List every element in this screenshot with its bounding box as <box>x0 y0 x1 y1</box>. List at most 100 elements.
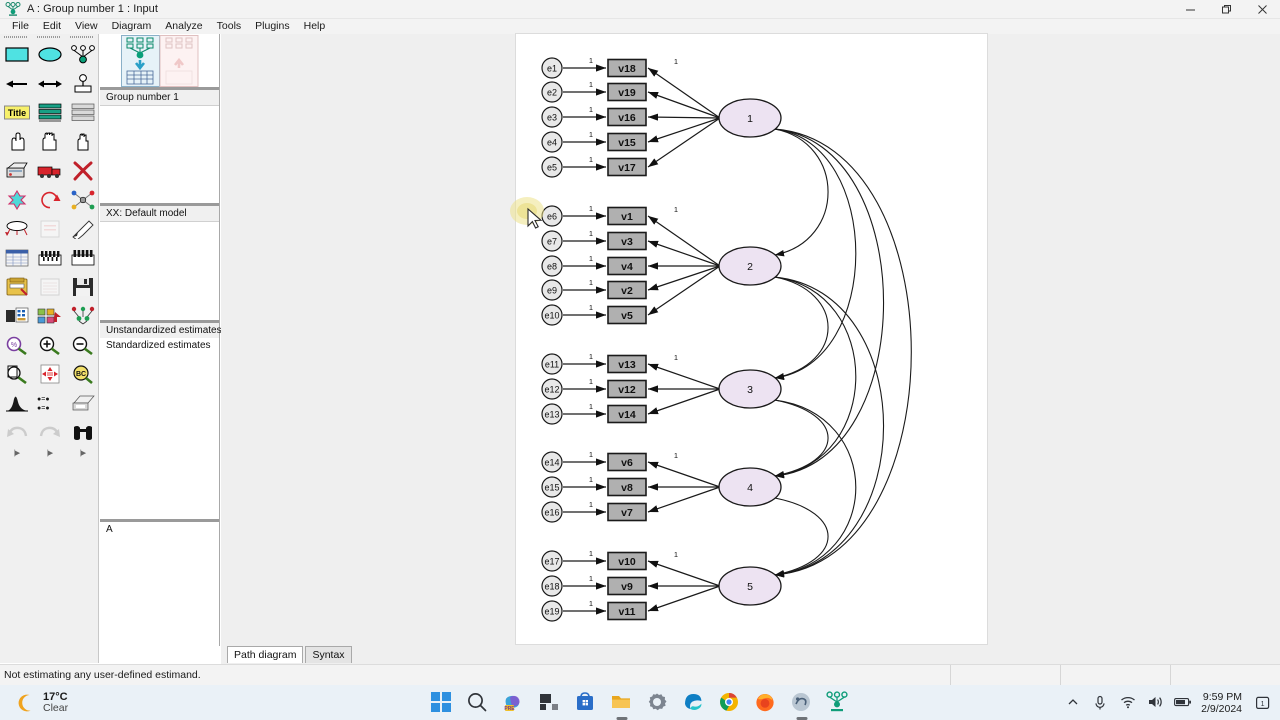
zoom-page-icon[interactable] <box>0 359 33 388</box>
search-button[interactable] <box>466 691 490 715</box>
menu-edit[interactable]: Edit <box>42 20 62 32</box>
draw-covariance-icon[interactable] <box>33 69 66 98</box>
bayesian-estimation-icon[interactable] <box>0 388 33 417</box>
palette-grip[interactable] <box>65 34 98 40</box>
object-properties-icon[interactable] <box>66 243 99 272</box>
loading-path[interactable] <box>647 265 721 291</box>
error-node[interactable] <box>541 255 563 277</box>
drag-properties-icon[interactable] <box>33 301 66 330</box>
select-one-object-icon[interactable] <box>0 127 33 156</box>
assume-correlated-icon[interactable] <box>0 301 33 330</box>
rotate-indicators-icon[interactable] <box>33 185 66 214</box>
draw-observed-variable-icon[interactable] <box>0 40 33 69</box>
palette-scroll-mid[interactable]: |▶ <box>46 450 53 457</box>
file-item[interactable]: A <box>106 524 113 535</box>
preserve-symmetry-icon[interactable]: % <box>0 330 33 359</box>
copilot-button[interactable]: PRE <box>502 691 526 715</box>
palette-grip[interactable] <box>33 34 66 40</box>
loupe-icon[interactable]: BC <box>66 359 99 388</box>
minimize-button[interactable] <box>1172 0 1208 19</box>
taskbar-clock[interactable]: 9:59 PM 2/9/2024 <box>1201 691 1242 715</box>
indicator-node[interactable] <box>607 404 647 424</box>
covariance-arc[interactable] <box>765 394 829 478</box>
draw-unobserved-variable-icon[interactable] <box>33 40 66 69</box>
indicator-node[interactable] <box>607 280 647 300</box>
error-node[interactable] <box>541 81 563 103</box>
redo-icon[interactable] <box>33 417 66 446</box>
spss-button[interactable] <box>790 691 814 715</box>
change-shape-icon[interactable] <box>0 185 33 214</box>
error-node[interactable] <box>541 550 563 572</box>
palette-scroll-right[interactable]: |▶ <box>79 450 86 457</box>
print-icon[interactable] <box>66 388 99 417</box>
indicator-node[interactable] <box>607 107 647 127</box>
menu-diagram[interactable]: Diagram <box>111 20 152 32</box>
factor-node[interactable] <box>718 246 782 286</box>
menu-help[interactable]: Help <box>303 20 326 32</box>
loading-path[interactable] <box>647 560 721 587</box>
indicator-node[interactable] <box>607 157 647 177</box>
restore-button[interactable] <box>1208 0 1244 19</box>
indicator-node[interactable] <box>607 305 647 325</box>
battery-icon[interactable] <box>1174 695 1192 711</box>
indicator-node[interactable] <box>607 452 647 472</box>
indicator-node[interactable] <box>607 601 647 621</box>
loading-path[interactable] <box>647 265 721 316</box>
error-node[interactable] <box>541 304 563 326</box>
close-button[interactable] <box>1244 0 1280 19</box>
factor-node[interactable] <box>718 566 782 606</box>
scroll-diagram-icon[interactable] <box>33 214 66 243</box>
figure-caption-icon[interactable]: Title <box>0 98 33 127</box>
error-node[interactable] <box>541 57 563 79</box>
indicator-node[interactable] <box>607 58 647 78</box>
group-item[interactable]: Group number 1 <box>100 90 219 105</box>
loading-path[interactable] <box>647 240 721 267</box>
zoom-out-icon[interactable] <box>66 330 99 359</box>
error-node[interactable] <box>541 378 563 400</box>
chrome-button[interactable] <box>718 691 742 715</box>
covariance-arc[interactable] <box>765 395 857 578</box>
factor-node[interactable] <box>718 467 782 507</box>
menu-view[interactable]: View <box>75 20 98 32</box>
loading-path[interactable] <box>647 215 721 267</box>
start-button[interactable] <box>430 691 454 715</box>
erase-objects-icon[interactable] <box>66 156 99 185</box>
indicator-node[interactable] <box>607 206 647 226</box>
duplicate-objects-icon[interactable] <box>0 156 33 185</box>
notification-bell-icon[interactable]: 1 <box>1255 695 1271 711</box>
touch-up-variable-icon[interactable] <box>66 214 99 243</box>
indicator-node[interactable] <box>607 354 647 374</box>
tab-syntax[interactable]: Syntax <box>305 646 352 663</box>
wifi-icon[interactable] <box>1120 695 1136 711</box>
covariance-arc[interactable] <box>765 123 829 257</box>
menu-plugins[interactable]: Plugins <box>255 20 290 32</box>
settings-button[interactable] <box>646 691 670 715</box>
indicator-node[interactable] <box>607 477 647 497</box>
list-variables-in-model-icon[interactable] <box>33 98 66 127</box>
task-view-button[interactable] <box>538 691 562 715</box>
error-node[interactable] <box>541 106 563 128</box>
loading-path[interactable] <box>647 113 721 121</box>
loading-path[interactable] <box>647 67 721 119</box>
list-variables-in-dataset-icon[interactable] <box>66 98 99 127</box>
multiple-group-analysis-icon[interactable] <box>66 301 99 330</box>
move-objects-icon[interactable] <box>33 156 66 185</box>
covariance-arc[interactable] <box>765 492 829 577</box>
weather-widget[interactable]: 17°C Clear <box>14 691 68 714</box>
unstandardized-estimates-item[interactable]: Unstandardized estimates <box>100 323 222 338</box>
factor-node[interactable] <box>718 98 782 138</box>
move-parameter-values-icon[interactable] <box>0 214 33 243</box>
select-data-file-icon[interactable] <box>0 243 33 272</box>
error-node[interactable] <box>541 403 563 425</box>
deselect-all-objects-icon[interactable] <box>66 127 99 156</box>
loading-path[interactable] <box>647 117 721 143</box>
indicator-node[interactable] <box>607 82 647 102</box>
chevron-up-icon[interactable] <box>1066 695 1082 711</box>
search-icon[interactable] <box>66 417 99 446</box>
error-node[interactable] <box>541 353 563 375</box>
loading-path[interactable] <box>647 363 721 390</box>
loading-path[interactable] <box>647 117 721 168</box>
speaker-icon[interactable] <box>1147 695 1163 711</box>
